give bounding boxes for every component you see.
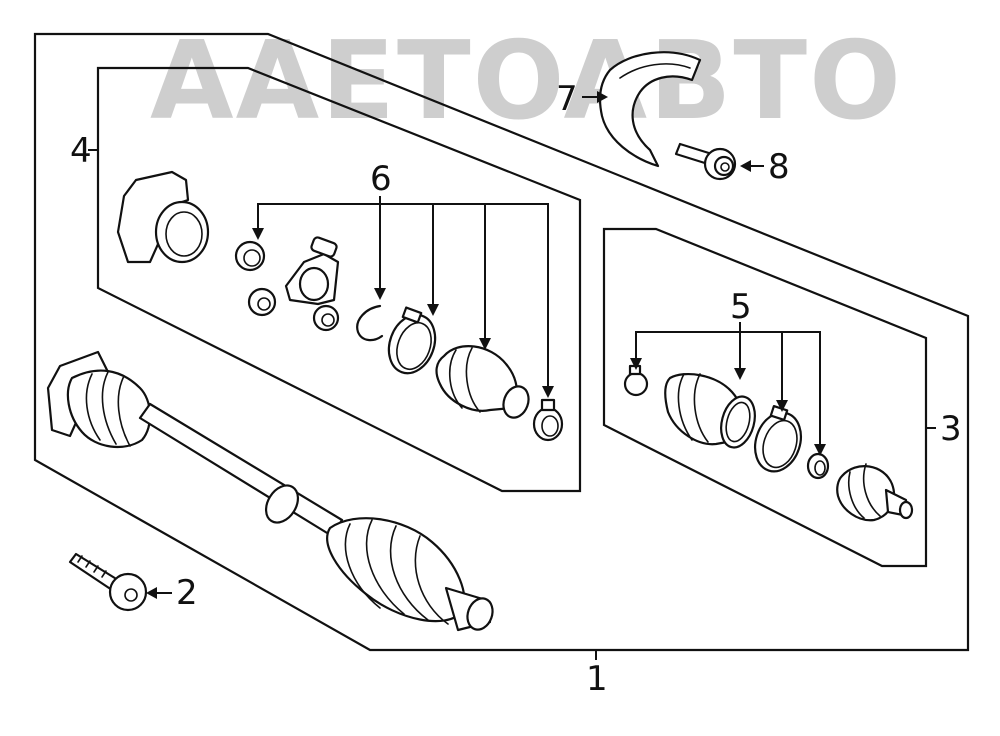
kit-frame-3 (602, 227, 928, 568)
boot-clamp-small-3b (806, 452, 830, 480)
boot-clamp-large (387, 306, 437, 375)
leader-6 (252, 196, 554, 398)
outer-cv-boot (664, 372, 756, 449)
outer-cv-joint (836, 463, 914, 522)
leader-5 (630, 322, 826, 456)
arrow-8 (740, 160, 751, 172)
callout-7: 7 (556, 79, 578, 119)
boot-clamp-large-3 (754, 404, 802, 473)
circlip-ring (234, 240, 266, 272)
boot-clamp-small-4 (532, 398, 564, 442)
callout-1: 1 (586, 659, 608, 699)
callout-5: 5 (730, 287, 752, 327)
roller-left (247, 287, 277, 317)
tripod-joint (284, 236, 340, 306)
callout-2: 2 (176, 573, 198, 613)
snap-ring (356, 304, 384, 342)
callout-8: 8 (768, 147, 790, 187)
inner-cv-boot (435, 345, 530, 419)
watermark-logo: AAETOABTO (150, 19, 903, 144)
arrow-2 (146, 587, 157, 599)
callout-4: 4 (70, 131, 92, 171)
kit-frame-4 (96, 66, 582, 493)
inner-joint-housing (116, 170, 210, 264)
watermark-text: AAETOABTO (150, 19, 903, 144)
drive-shaft-assembly (46, 350, 494, 632)
callout-3: 3 (940, 409, 962, 449)
arrow-7 (597, 91, 608, 103)
heat-shield-part-7 (599, 51, 702, 168)
boot-clamp-small-3a (623, 364, 649, 397)
bolt-part-2 (68, 552, 148, 612)
callout-6: 6 (370, 159, 392, 199)
roller-right (312, 304, 340, 332)
bolt-part-8 (674, 142, 737, 181)
assembly-frame-1 (33, 32, 970, 652)
